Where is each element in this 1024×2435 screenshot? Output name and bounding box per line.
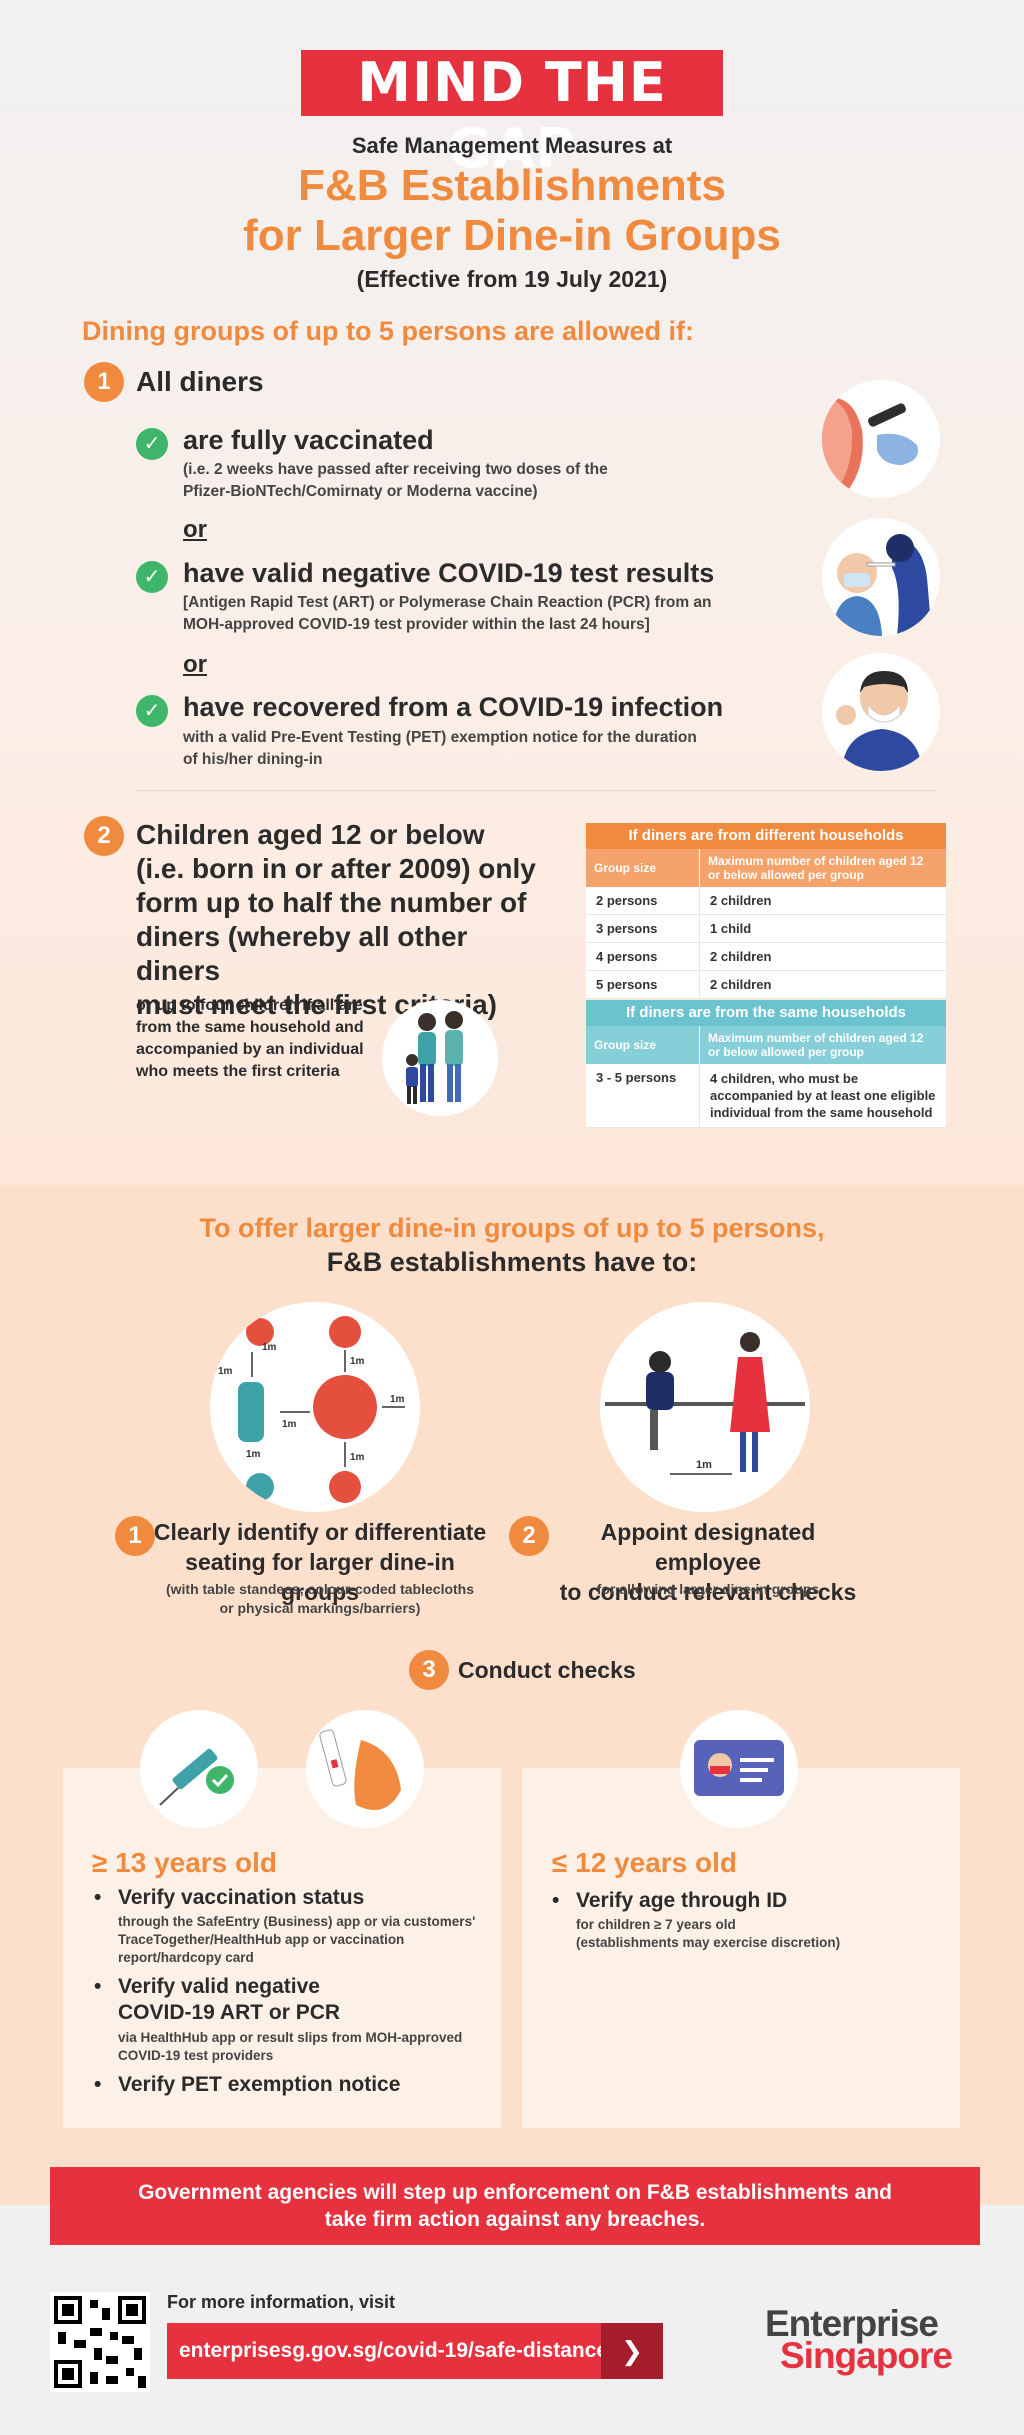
step-3-title: Conduct checks [458,1657,636,1683]
table-caption: If diners are from the same households [586,1000,946,1026]
check-age-id-sub: for children ≥ 7 years old (establishmen… [576,1917,841,1950]
column-header-group-size: Group size [586,1026,700,1064]
family-icon [382,1000,498,1116]
check-icon: ✓ [136,428,168,460]
step-1-title: Clearly identify or differentiate seatin… [153,1519,487,1605]
age-12-below-heading: ≤ 12 years old [552,1847,738,1878]
check-negative-test: Verify valid negative COVID-19 ART or PC… [94,1974,340,2026]
table-header: Group size Maximum number of children ag… [586,849,946,887]
headline-line1: F&B Establishments [298,161,726,210]
id-card-icon [680,1710,798,1828]
more-info-label: For more information, visit [167,2292,396,2312]
criterion-2-number: 2 [84,816,124,856]
check-icon: ✓ [136,695,168,727]
vaccination-arm-icon [822,380,940,498]
or-label: or [183,516,207,543]
or-label: or [183,651,207,678]
distance-label: 1m [696,1459,712,1471]
table-header: Group size Maximum number of children ag… [586,1026,946,1064]
column-header-max-children: Maximum number of children aged 12 or be… [708,854,924,882]
distance-label: 1m [262,1342,277,1353]
headline-line2: for Larger Dine-in Groups [243,211,781,260]
criterion-vaccinated-sub: (i.e. 2 weeks have passed after receivin… [183,461,608,500]
subtitle: Safe Management Measures at [351,133,673,158]
criterion-2-text: Children aged 12 or below (i.e. born in … [136,819,536,1020]
table-caption: If diners are from different households [586,823,946,849]
distance-label: 1m [246,1449,261,1460]
dining-heading: Dining groups of up to 5 persons are all… [82,316,695,346]
check-vaccination-sub: through the SafeEntry (Business) app or … [118,1914,476,1965]
criterion-1-title: All diners [136,366,264,397]
criterion-tested-sub: [Antigen Rapid Test (ART) or Polymerase … [183,594,712,633]
check-card-12-below [522,1768,960,2128]
syringe-check-icon [140,1710,258,1828]
age-13-plus-heading: ≥ 13 years old [92,1847,278,1878]
establishments-heading-1: To offer larger dine-in groups of up to … [199,1213,825,1243]
enterprise-logo-line2: Singapore [780,2335,953,2376]
criterion-recovered-sub: with a valid Pre-Event Testing (PET) exe… [183,729,697,768]
criterion-2-sub: or up to four children if all are from t… [136,997,364,1080]
test-kit-icon [306,1710,424,1828]
effective-date: (Effective from 19 July 2021) [356,266,668,292]
step-2-title: Appoint designated employee to conduct r… [559,1519,857,1605]
distance-label: 1m [350,1452,365,1463]
criterion-recovered-title: have recovered from a COVID-19 infection [183,692,724,722]
swab-test-icon [822,518,940,636]
employee-check-icon: 1m [600,1302,810,1512]
column-header-max-children: Maximum number of children aged 12 or be… [708,1031,924,1059]
check-vaccination-status: Verify vaccination status [94,1885,364,1911]
step-3-number: 3 [409,1650,449,1690]
column-header-group-size: Group size [586,849,700,887]
check-icon: ✓ [136,561,168,593]
establishments-heading-2: F&B establishments have to: [326,1247,698,1277]
criterion-vaccinated-title: are fully vaccinated [183,425,434,455]
step-2-number: 2 [509,1516,549,1556]
enforcement-banner: Government agencies will step up enforce… [50,2167,980,2245]
distance-label: 1m [218,1366,233,1377]
info-url-link[interactable]: enterprisesg.gov.sg/covid-19/safe-distan… [167,2323,663,2379]
page-title: MIND THE GAP [301,50,723,180]
table-same-households: If diners are from the same households G… [586,1000,946,1128]
distance-label: 1m [350,1356,365,1367]
divider [136,790,936,791]
criterion-1-number: 1 [84,362,124,402]
info-url-text: enterprisesg.gov.sg/covid-19/safe-distan… [179,2339,609,2362]
criterion-tested-title: have valid negative COVID-19 test result… [183,558,715,588]
table-different-households: If diners are from different households … [586,823,946,999]
table-seating-icon: 1m 1m 1m 1m 1m 1m 1m [210,1302,420,1512]
recovered-person-icon [822,653,940,771]
check-card-13-plus [63,1768,501,2128]
step-2-sub: for allowing larger dine-in groups [596,1581,820,1597]
check-negative-test-sub: via HealthHub app or result slips from M… [118,2030,463,2063]
distance-label: 1m [282,1419,297,1430]
step-1-number: 1 [115,1516,155,1556]
enterprise-logo-line1: Enterprise [765,2303,939,2344]
distance-label: 1m [390,1394,405,1405]
chevron-right-icon[interactable]: ❯ [601,2323,663,2379]
step-1-sub: (with table standees, colour-coded table… [165,1581,475,1616]
check-pet-exemption: Verify PET exemption notice [94,2072,400,2098]
check-age-id: Verify age through ID [552,1888,787,1914]
qr-code[interactable] [50,2292,150,2392]
